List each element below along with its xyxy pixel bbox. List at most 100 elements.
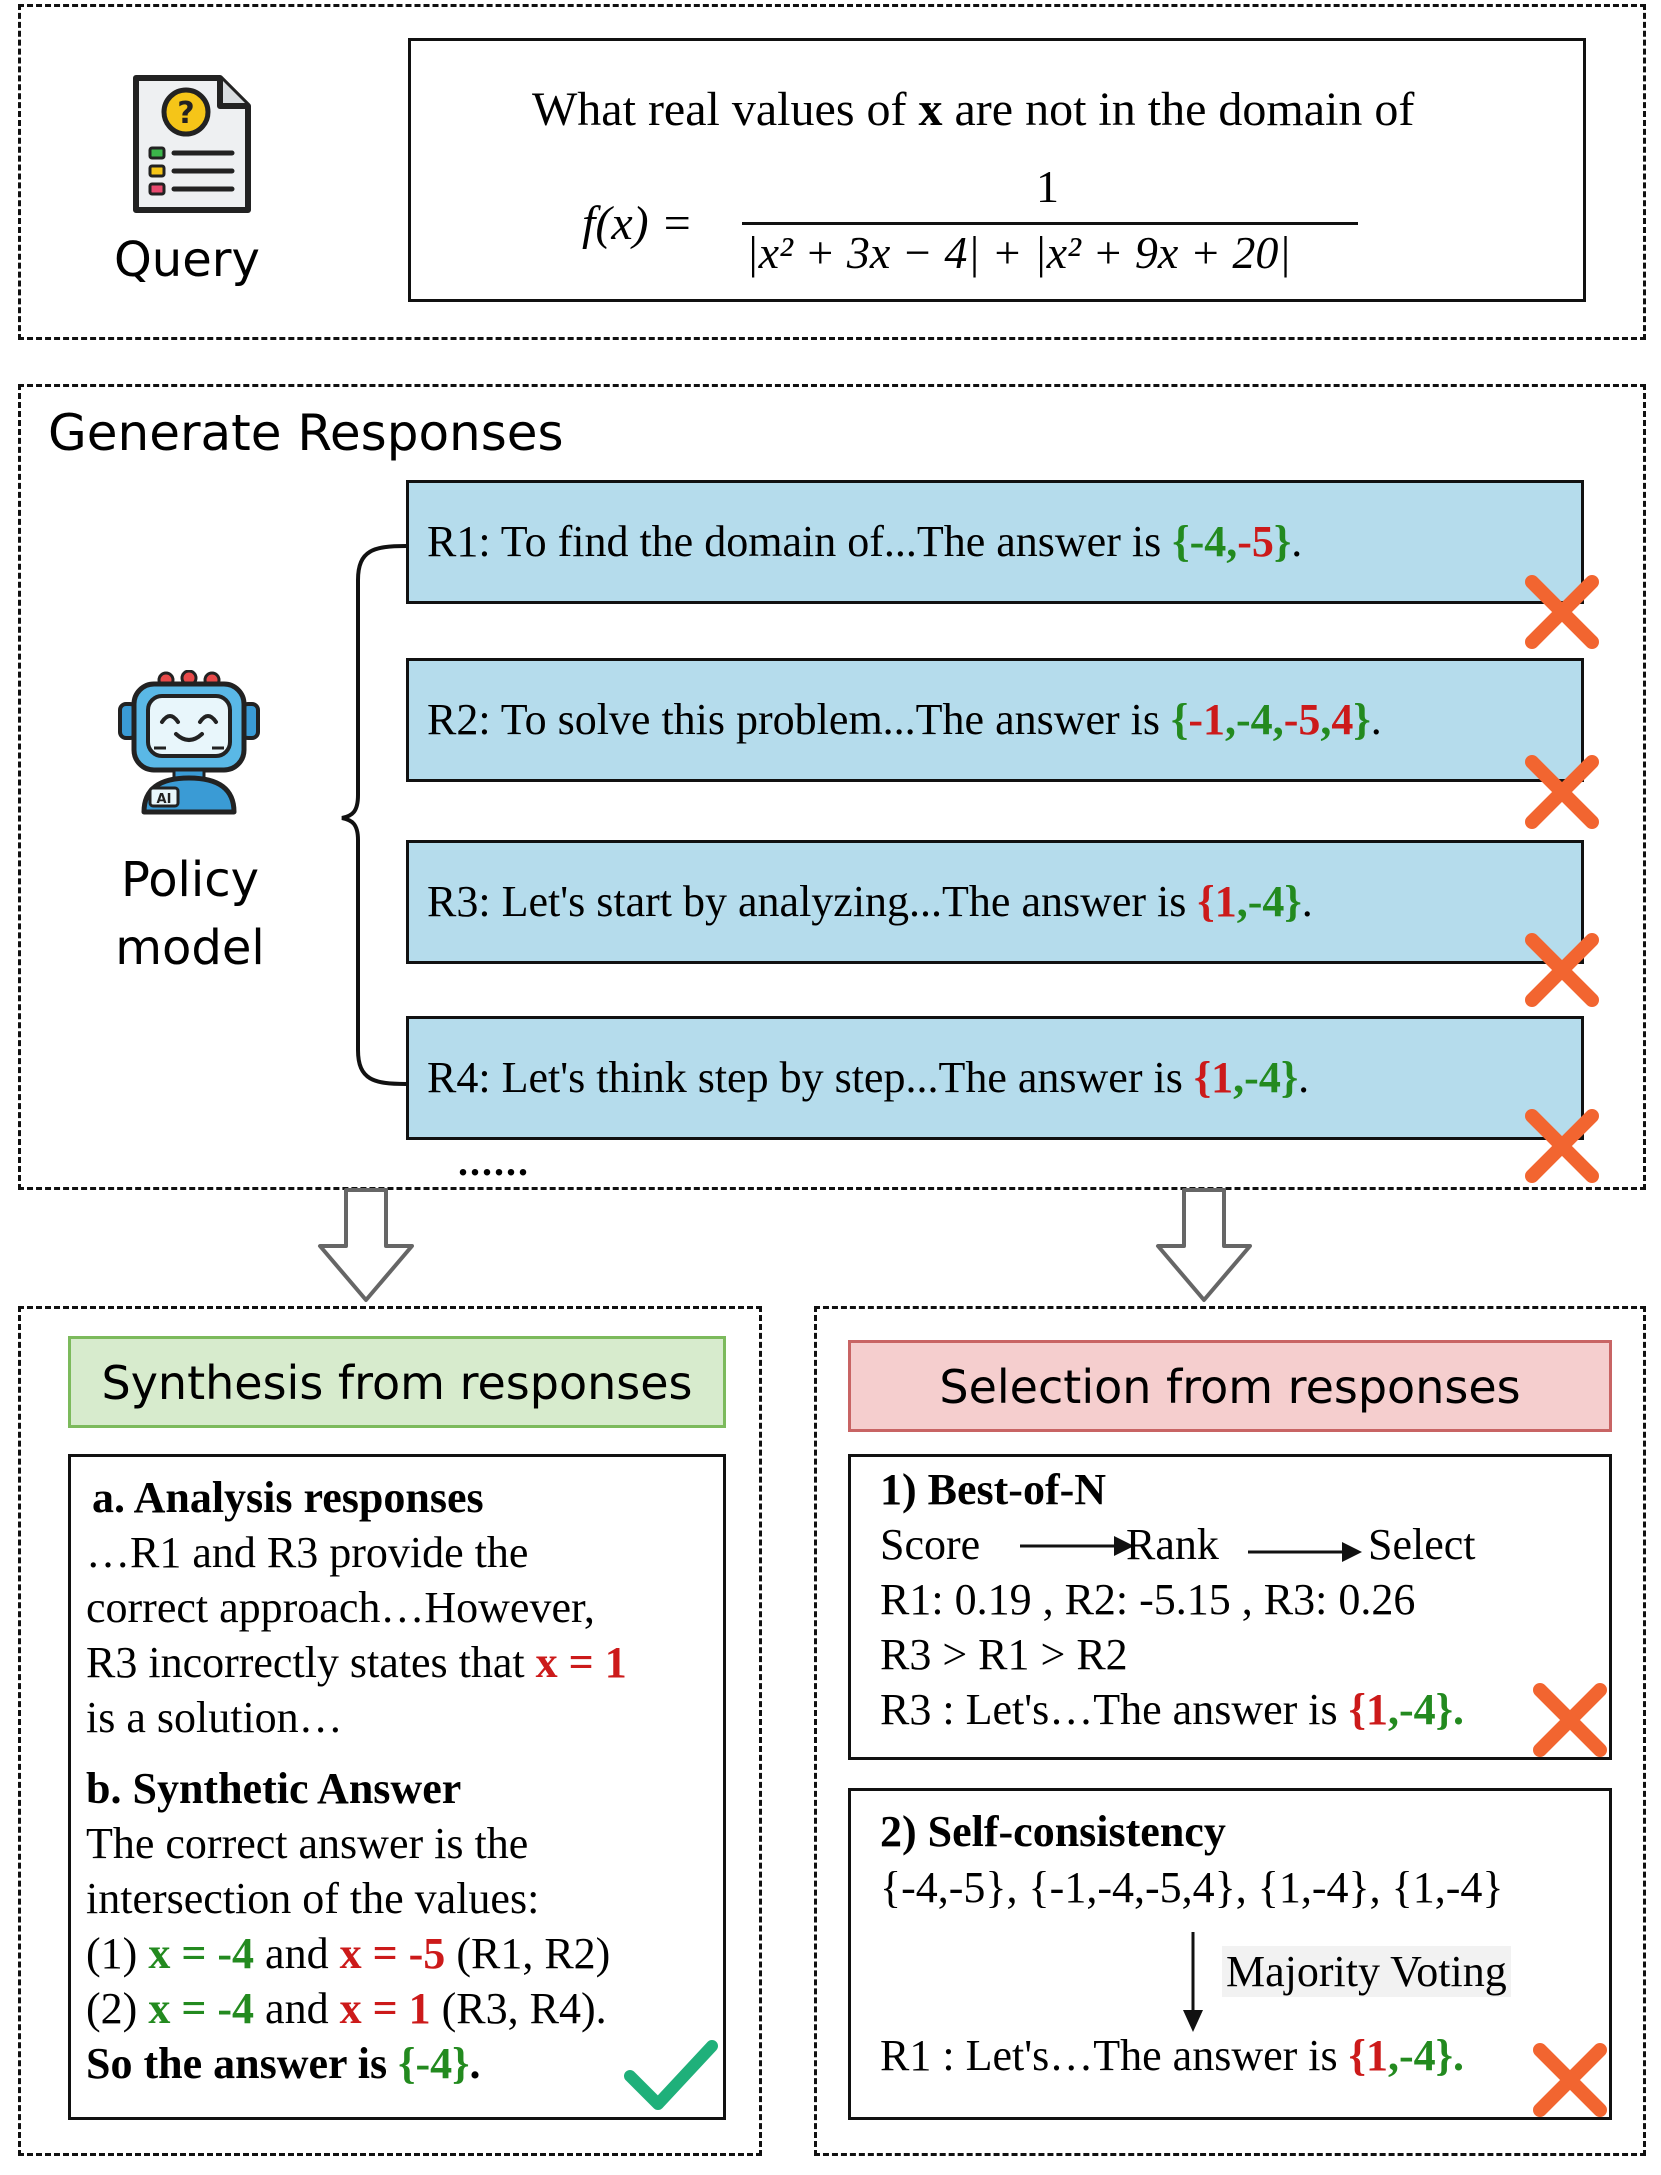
- best-of-n-heading: 1) Best-of-N: [880, 1465, 1107, 1514]
- selection-section: [814, 1306, 1646, 2156]
- r1-close: }: [1273, 517, 1292, 566]
- answer-part: ,: [1236, 877, 1248, 926]
- robot-badge: AI: [157, 792, 172, 807]
- self-consistency-sets: {-4,-5}, {-1,-4,-5,4}, {1,-4}, {1,-4}: [880, 1863, 1504, 1912]
- r1-end: .: [1291, 517, 1303, 566]
- synthetic-line2: intersection of the values:: [86, 1874, 540, 1923]
- r4-answer: 1,-4: [1211, 1053, 1281, 1102]
- cross-icon: [1525, 575, 1599, 649]
- answer-part: 1: [1211, 1053, 1234, 1102]
- majority-voting-label: Majority Voting: [1222, 1946, 1511, 1997]
- r2-prefix: R2: To solve this problem...The answer i…: [427, 695, 1172, 744]
- answer-part: ,: [1320, 695, 1332, 744]
- r3-open: {: [1197, 877, 1215, 926]
- formula-lhs: f(x) =: [582, 197, 693, 250]
- query-question: What real values of x are not in the dom…: [532, 82, 1414, 137]
- best-of-n-content: 1) Best-of-N Score Rank Select R1: 0.19 …: [880, 1462, 1476, 1737]
- best-of-n-result: R3 : Let's…The answer is {1,-4}.: [880, 1685, 1464, 1734]
- synthesis-section: [18, 1306, 762, 2156]
- synthetic-line4: (2) x = -4 and x = 1 (R3, R4).: [86, 1984, 607, 2033]
- answer-part: -4: [1247, 877, 1285, 926]
- analysis-line1: …R1 and R3 provide the: [86, 1528, 529, 1577]
- policy-label-line2: model: [115, 920, 265, 976]
- synthetic-line3: (1) x = -4 and x = -5 (R1, R2): [86, 1929, 611, 1978]
- answer-part: -4: [1236, 695, 1273, 744]
- question-post: are not in the domain of: [942, 83, 1415, 136]
- analysis-line2: correct approach…However,: [86, 1583, 595, 1632]
- answer-part: -1: [1188, 695, 1226, 744]
- r4-close: }: [1280, 1053, 1299, 1102]
- answer-part: -4: [1189, 517, 1227, 566]
- analysis-line4: is a solution…: [86, 1693, 343, 1742]
- formula-denominator: |x² + 3x − 4| + |x² + 9x + 20|: [746, 227, 1292, 278]
- answer-part: 4: [1331, 695, 1354, 744]
- r3-close: }: [1284, 877, 1302, 926]
- response-r1: R1: To find the domain of...The answer i…: [406, 480, 1584, 604]
- query-label: Query: [114, 232, 260, 288]
- policy-label: Policy model: [110, 846, 270, 982]
- analysis-heading: a. Analysis responses: [92, 1473, 484, 1522]
- response-r3: R3: Let's start by analyzing...The answe…: [406, 840, 1584, 964]
- select-label: Select: [1368, 1520, 1476, 1569]
- r2-end: .: [1370, 695, 1382, 744]
- r3-prefix: R3: Let's start by analyzing...The answe…: [427, 877, 1198, 926]
- answer-part: 1: [1214, 877, 1237, 926]
- down-arrow-icon: [318, 1188, 414, 1302]
- cross-icon: [1525, 755, 1599, 829]
- r2-answer: -1,-4,-5,4: [1188, 695, 1353, 744]
- synthesis-content: a. Analysis responses …R1 and R3 provide…: [86, 1470, 627, 2091]
- answer-part: ,: [1225, 695, 1237, 744]
- question-var: x: [918, 83, 943, 136]
- fraction-bar: [742, 222, 1358, 225]
- synthetic-line1: The correct answer is the: [86, 1819, 529, 1868]
- selection-title: Selection from responses: [848, 1340, 1612, 1432]
- self-consistency-heading: 2) Self-consistency: [880, 1807, 1226, 1856]
- question-pre: What real values of: [532, 83, 919, 136]
- best-of-n-order: R3 > R1 > R2: [880, 1630, 1128, 1679]
- answer-part: ,: [1272, 695, 1284, 744]
- answer-part: -5: [1283, 695, 1321, 744]
- r3-answer: 1,-4: [1215, 877, 1285, 926]
- r4-prefix: R4: Let's think step by step...The answe…: [427, 1053, 1194, 1102]
- synthesis-content-box: [68, 1454, 726, 2120]
- responses-ellipsis: ......: [458, 1139, 530, 1184]
- cross-icon: [1533, 1683, 1607, 1757]
- r1-open: {: [1172, 517, 1190, 566]
- response-r4: R4: Let's think step by step...The answe…: [406, 1016, 1584, 1140]
- cross-icon: [1525, 1109, 1599, 1183]
- svg-text:?: ?: [177, 96, 194, 131]
- r3-end: .: [1301, 877, 1313, 926]
- best-of-n-box: [848, 1454, 1612, 1760]
- score-label: Score: [880, 1520, 981, 1569]
- final-answer: So the answer is {-4}.: [86, 2039, 481, 2088]
- r2-close: }: [1353, 695, 1371, 744]
- generate-section: [18, 384, 1646, 1190]
- r4-end: .: [1298, 1053, 1310, 1102]
- arrow-right-icon: [1020, 1536, 1134, 1556]
- checkmark-icon: [624, 2040, 718, 2110]
- r1-prefix: R1: To find the domain of...The answer i…: [427, 517, 1173, 566]
- down-arrow-icon: [1156, 1188, 1252, 1302]
- synthetic-heading: b. Synthetic Answer: [86, 1764, 462, 1813]
- r4-open: {: [1193, 1053, 1212, 1102]
- cross-icon: [1525, 933, 1599, 1007]
- synthesis-title: Synthesis from responses: [68, 1336, 726, 1428]
- answer-part: ,: [1226, 517, 1238, 566]
- rank-label: Rank: [1126, 1520, 1219, 1569]
- cross-icon: [1533, 2043, 1607, 2117]
- r1-answer: -4,-5: [1190, 517, 1274, 566]
- policy-label-line1: Policy: [120, 852, 260, 908]
- robot-icon: AI: [118, 670, 260, 815]
- response-brace: [341, 544, 407, 1086]
- response-r2: R2: To solve this problem...The answer i…: [406, 658, 1584, 782]
- query-section: [18, 4, 1646, 340]
- answer-part: -5: [1237, 517, 1274, 566]
- arrow-right-icon: [1248, 1542, 1362, 1562]
- formula-numerator: 1: [1036, 161, 1059, 212]
- generate-title: Generate Responses: [48, 404, 564, 462]
- best-of-n-flow: Score Rank Select: [880, 1517, 1476, 1572]
- r2-open: {: [1171, 695, 1189, 744]
- query-box: [408, 38, 1586, 302]
- self-consistency-result: R1 : Let's…The answer is {1,-4}.: [880, 2031, 1464, 2080]
